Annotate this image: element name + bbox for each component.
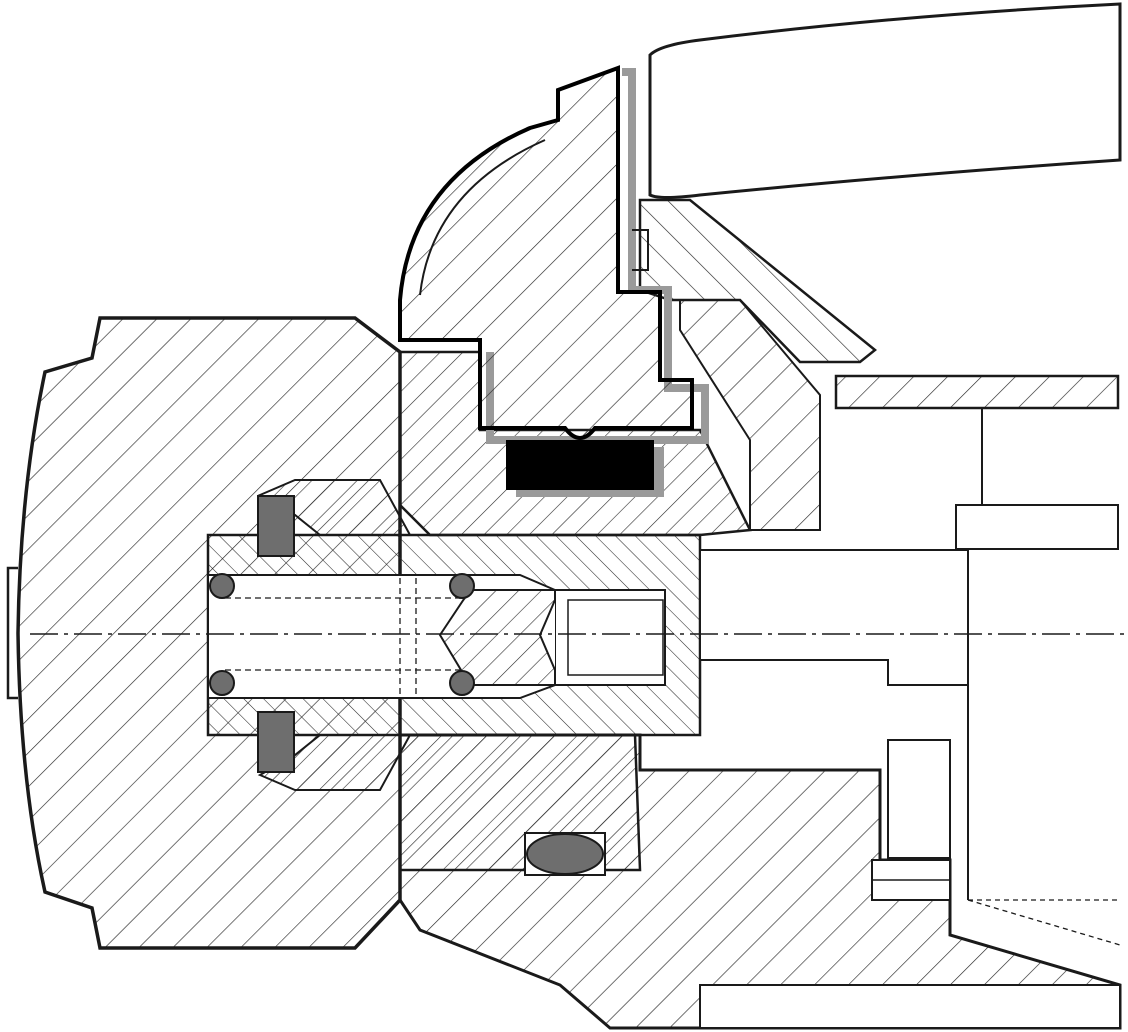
lever-arc-inner [419,139,546,296]
ball-top-left [209,573,235,599]
latch-notch [632,229,649,271]
ball-bottom-right [449,670,475,696]
grey-seal-bottom [257,711,295,773]
insert-tip [554,589,666,686]
insert-tip-point [538,599,556,671]
lower-dash-diag [967,899,1121,946]
lever-arm [398,65,694,440]
upper-collar-inner [679,299,821,531]
cap-notch [6,566,18,700]
lower-base-block [699,984,1121,1029]
black-seal [506,440,654,490]
ball-bottom-left [209,670,235,696]
insert-tip-inner [567,599,664,676]
ball-top-right [449,573,475,599]
o-ring [526,833,604,875]
grey-seal-top [257,495,295,557]
shaft-extension [699,549,969,686]
mounting-plate [834,374,1120,410]
top-housing [648,2,1122,199]
plate-base [955,504,1119,550]
step-block [887,739,951,859]
